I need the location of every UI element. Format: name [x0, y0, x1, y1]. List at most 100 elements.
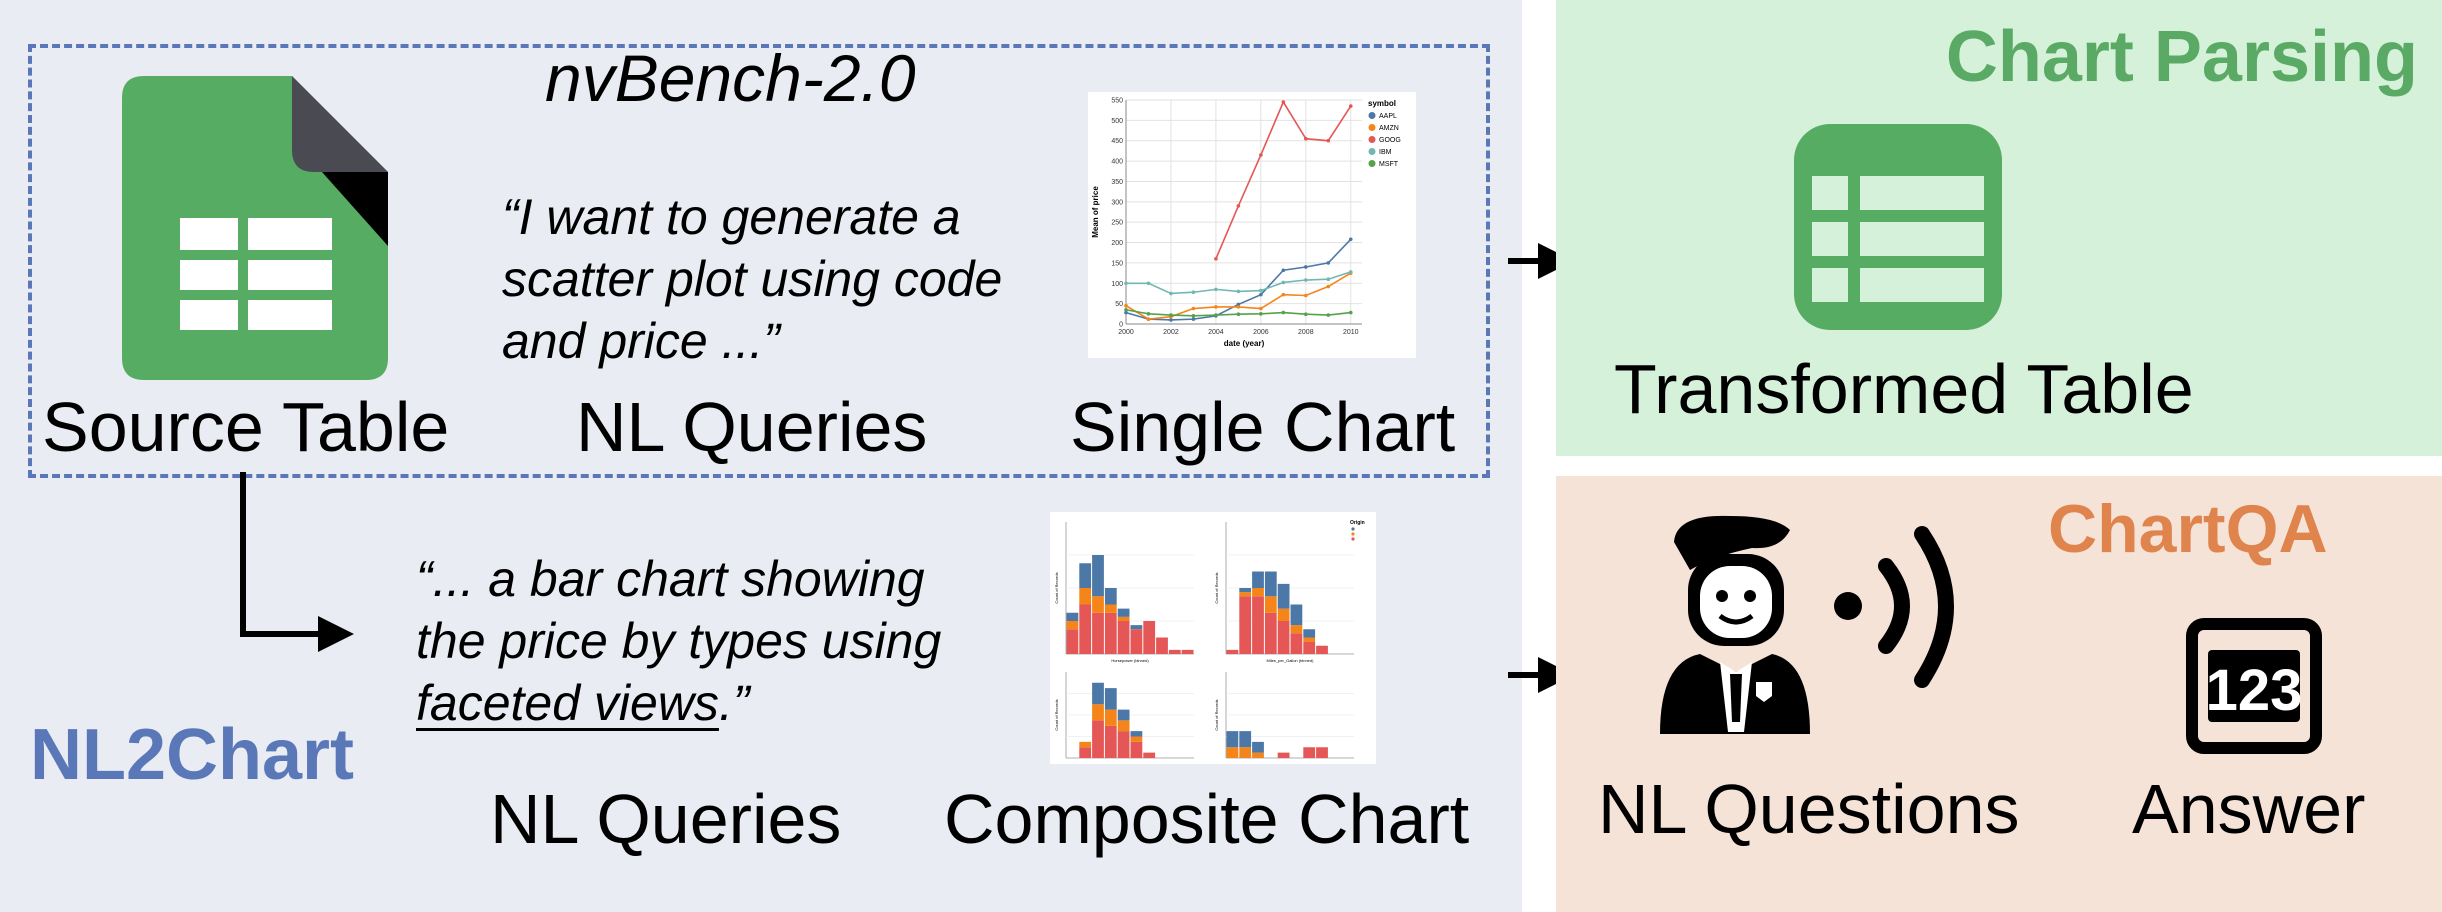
data-point	[1191, 290, 1196, 295]
data-point	[1259, 306, 1263, 311]
x-tick-label: 2010	[1343, 329, 1359, 336]
bar-segment	[1303, 747, 1316, 758]
bar-segment	[1079, 747, 1092, 758]
data-point	[1214, 313, 1218, 317]
composite-nl-queries-label: NL Queries	[490, 780, 842, 858]
x-axis-title: Miles_per_Gallon (binned)	[1267, 658, 1315, 663]
bar-segment	[1117, 621, 1130, 654]
bar-segment	[1316, 747, 1328, 758]
y-tick-label: 300	[1111, 199, 1123, 206]
bar-segment	[1104, 688, 1117, 710]
x-tick-label: 2002	[1163, 329, 1179, 336]
data-point	[1259, 153, 1263, 157]
bar-segment	[1303, 641, 1316, 654]
bar-segment	[1079, 563, 1092, 588]
bar-segment	[1239, 592, 1252, 597]
legend-label: AMZN	[1379, 125, 1399, 132]
data-point	[1124, 281, 1128, 286]
data-point	[1236, 312, 1241, 317]
bar-segment	[1277, 621, 1290, 654]
y-tick-label: 50	[1115, 301, 1123, 308]
bar-segment	[1104, 612, 1117, 654]
data-point	[1326, 313, 1331, 317]
data-point	[1348, 237, 1353, 242]
arrow-right-icon	[240, 472, 354, 652]
data-point	[1124, 307, 1128, 312]
single-chart-label: Single Chart	[1070, 388, 1456, 466]
table-icon	[1794, 124, 2002, 330]
legend-swatch	[1368, 160, 1376, 167]
query-line: scatter plot using code	[502, 251, 1003, 307]
bar-segment	[1277, 583, 1290, 609]
y-tick-label: 200	[1111, 240, 1123, 247]
bar-segment	[1130, 736, 1143, 742]
bar-segment	[1303, 637, 1316, 642]
bar-segment	[1239, 588, 1252, 593]
bar-segment	[1239, 731, 1252, 748]
query-line: “... a bar chart showing	[416, 551, 925, 607]
bar-segment	[1226, 649, 1239, 654]
transformed-table-label: Transformed Table	[1614, 350, 2194, 428]
x-tick-label: 2008	[1298, 329, 1314, 336]
bar-segment	[1079, 604, 1092, 654]
data-point	[1326, 277, 1331, 281]
bar-segment	[1264, 596, 1277, 613]
nvbench-box	[28, 44, 1490, 478]
benchmark-title: nvBench-2.0	[545, 41, 916, 115]
bar-segment	[1130, 731, 1143, 737]
bar-segment	[1104, 725, 1117, 758]
bar-segment	[1156, 637, 1168, 654]
y-axis-title: Count of Records	[1054, 699, 1059, 730]
data-point	[1281, 292, 1286, 297]
data-point	[1214, 257, 1218, 261]
bar-segment	[1092, 682, 1104, 705]
y-tick-label: 400	[1111, 159, 1123, 166]
bar-segment	[1252, 588, 1264, 597]
legend-label: MSFT	[1379, 161, 1399, 168]
chart-parsing-title: Chart Parsing	[1945, 17, 2418, 97]
nl-queries-label: NL Queries	[576, 388, 928, 466]
data-point	[1169, 318, 1173, 322]
bar-segment	[1181, 649, 1194, 654]
bar-segment	[1066, 621, 1079, 630]
legend-swatch	[1368, 112, 1376, 119]
data-point	[1169, 291, 1173, 296]
speaker-person-icon	[1660, 515, 1954, 734]
data-point	[1214, 305, 1218, 309]
query-underlined: faceted views	[416, 675, 719, 731]
y-tick-label: 450	[1111, 138, 1123, 145]
bar-segment	[1252, 596, 1264, 654]
y-tick-label: 0	[1119, 322, 1123, 329]
bar-segment	[1130, 741, 1143, 758]
bar-segment	[1277, 752, 1290, 758]
data-point	[1214, 287, 1218, 292]
y-tick-label: 150	[1111, 260, 1123, 267]
bar-segment	[1252, 571, 1264, 588]
data-point	[1236, 305, 1241, 309]
legend-label: IBM	[1379, 149, 1392, 156]
bar-segment	[1092, 720, 1104, 758]
data-point	[1259, 292, 1263, 297]
bar-segment	[1316, 645, 1328, 654]
bar-segment	[1290, 633, 1303, 654]
bar-segment	[1226, 731, 1239, 748]
y-axis-title: Count of Records	[1054, 572, 1059, 603]
bar-segment	[1239, 596, 1252, 654]
answer-icon-text: 123	[2206, 658, 2303, 723]
data-point	[1304, 265, 1308, 269]
data-point	[1146, 317, 1151, 321]
legend-swatch	[1351, 527, 1355, 531]
y-tick-label: 250	[1111, 220, 1123, 227]
x-axis-title: Horsepower (binned)	[1111, 658, 1149, 663]
bar-segment	[1252, 741, 1264, 753]
y-tick-label: 100	[1111, 281, 1123, 288]
answer-label: Answer	[2132, 770, 2366, 848]
number-box-icon: 123	[2186, 618, 2322, 754]
data-point	[1124, 303, 1128, 308]
data-point	[1236, 204, 1241, 208]
bar-segment	[1303, 629, 1316, 638]
bar-segment	[1239, 747, 1252, 758]
bar-segment	[1117, 720, 1130, 732]
query-line: the price by types using	[416, 613, 942, 669]
